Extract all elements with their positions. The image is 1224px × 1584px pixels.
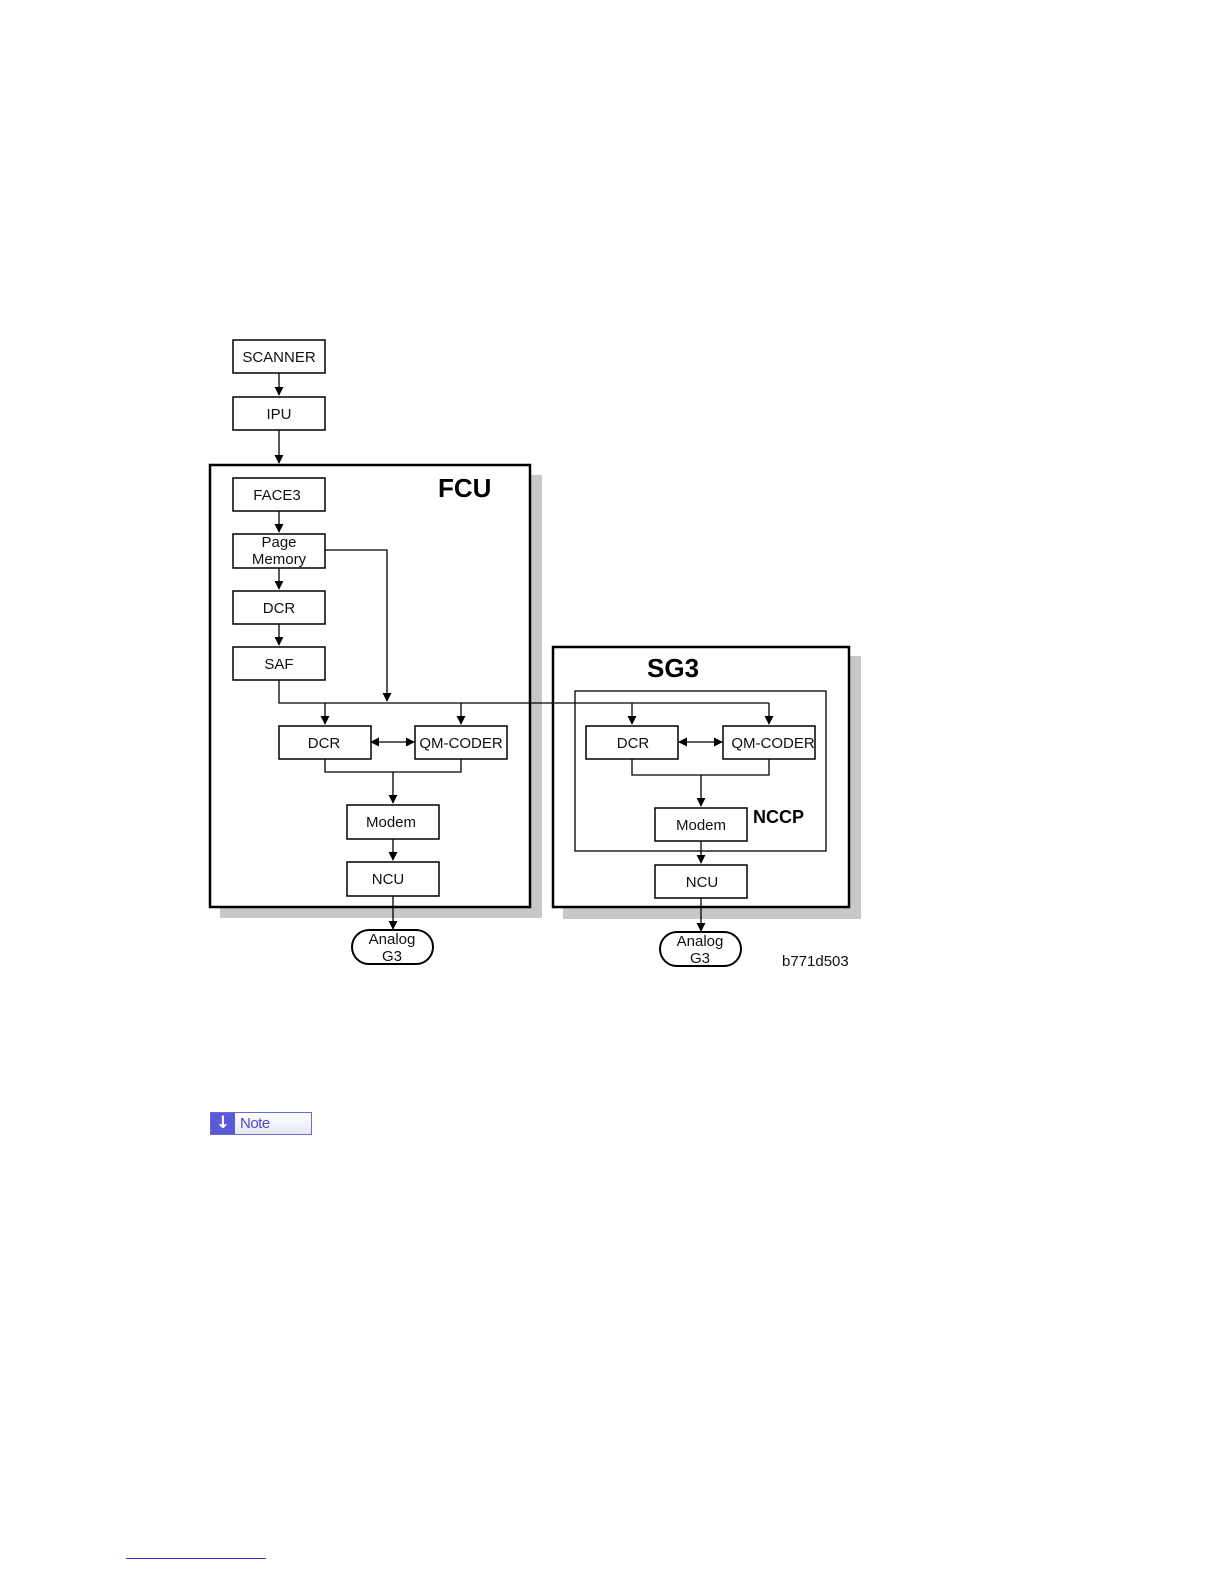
figure-code: b771d503 [782, 953, 849, 970]
sg3-analog-label-line2: G3 [690, 950, 710, 967]
fcu-ncu-label: NCU [372, 871, 405, 888]
fcu-analog-label-line1: Analog [369, 931, 416, 948]
face3-label: FACE3 [253, 487, 301, 504]
note-badge: ↓ Note [210, 1112, 312, 1135]
page-memory-label-line2: Memory [252, 551, 307, 568]
scanner-label: SCANNER [242, 349, 316, 366]
sg3-analog-label-line1: Analog [677, 933, 724, 950]
fcu-analog-label-line2: G3 [382, 948, 402, 965]
fcu-qm-coder-label: QM-CODER [419, 735, 502, 752]
down-arrow-icon: ↓ [211, 1113, 235, 1134]
fcu-dcr-label-1: DCR [263, 600, 296, 617]
nccp-group-title: NCCP [753, 807, 804, 827]
fcu-modem-label: Modem [366, 814, 416, 831]
fcu-group-frame [210, 465, 530, 907]
footnote-rule [126, 1558, 266, 1559]
sg3-modem-label: Modem [676, 817, 726, 834]
fcu-group-title: FCU [438, 473, 491, 503]
note-label: Note [235, 1113, 270, 1134]
fax-unit-block-diagram: FCU SG3 NCCP [0, 0, 1224, 1000]
sg3-ncu-label: NCU [686, 874, 719, 891]
sg3-group-title: SG3 [647, 653, 699, 683]
sg3-dcr-label: DCR [617, 735, 650, 752]
sg3-qm-coder-label: QM-CODER [731, 735, 814, 752]
ipu-label: IPU [266, 406, 291, 423]
page-memory-label-line1: Page [261, 534, 296, 551]
saf-label: SAF [264, 656, 293, 673]
fcu-dcr-label-2: DCR [308, 735, 341, 752]
